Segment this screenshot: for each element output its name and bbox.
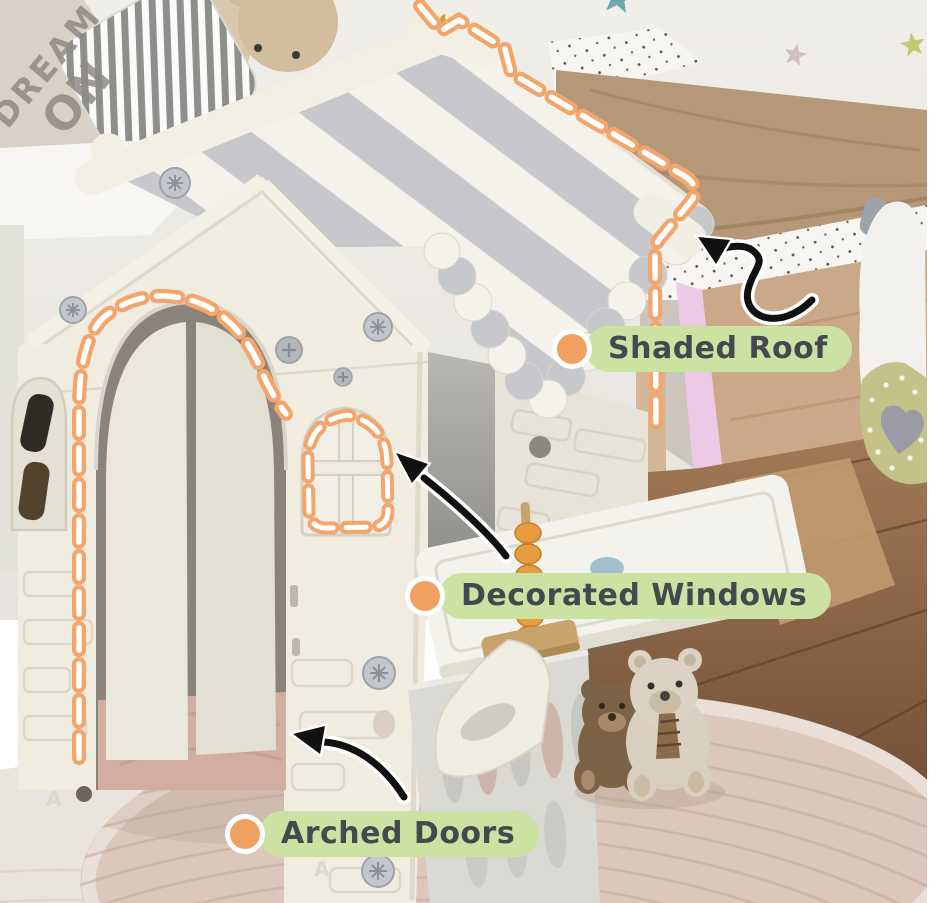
wall-hole (373, 710, 395, 738)
scene-illustration: A A (0, 0, 927, 903)
teddy-bear-cream (626, 648, 711, 801)
mattress-edge (640, 205, 927, 302)
callout-label-shaded-roof: Shaded Roof (586, 326, 852, 372)
wall-hole (529, 436, 551, 458)
roof-dashed-outline (413, 0, 702, 435)
floor-cushion (859, 197, 927, 485)
callout-arched-doors: Arched Doors (225, 811, 540, 857)
yellow-star-icon (900, 32, 925, 57)
arched-doors-arrow (287, 722, 411, 804)
wall-hole (76, 786, 92, 802)
feature-outlines (72, 0, 702, 765)
callout-bullet-icon (225, 814, 265, 854)
arched-door (94, 299, 300, 790)
callout-shaded-roof: Shaded Roof (552, 326, 852, 372)
embossed-letter: A (46, 787, 62, 811)
side-doorway (428, 352, 500, 565)
slat-window (10, 376, 68, 532)
callout-bullet-icon (552, 329, 592, 369)
callout-label-decorated-windows: Decorated Windows (439, 573, 832, 619)
door-panel-right (196, 322, 276, 755)
decorated-windows-arrow (391, 449, 513, 563)
callout-bullet-icon (405, 576, 445, 616)
teal-star-icon (602, 0, 635, 14)
callout-label-arched-doors: Arched Doors (259, 811, 540, 857)
door-dashed-outline (72, 288, 293, 765)
callout-decorated-windows: Decorated Windows (405, 573, 832, 619)
bear-necktie (656, 713, 680, 759)
door-panel-left (106, 322, 188, 760)
wall-stars (602, 0, 925, 66)
cross-window (300, 406, 392, 537)
screw-caps (59, 167, 396, 888)
callout-arrows (287, 234, 819, 804)
under-table-panel (407, 638, 600, 903)
gray-star-icon (784, 43, 807, 66)
bear-pillow (238, 0, 338, 72)
bedroom-photo: A A (0, 0, 927, 903)
heart-icon (880, 405, 924, 455)
embossed-letter: A (314, 857, 330, 881)
playhouse: A A (10, 6, 715, 903)
shaded-roof-arrow (693, 234, 819, 326)
window-dashed-outline (301, 408, 395, 535)
